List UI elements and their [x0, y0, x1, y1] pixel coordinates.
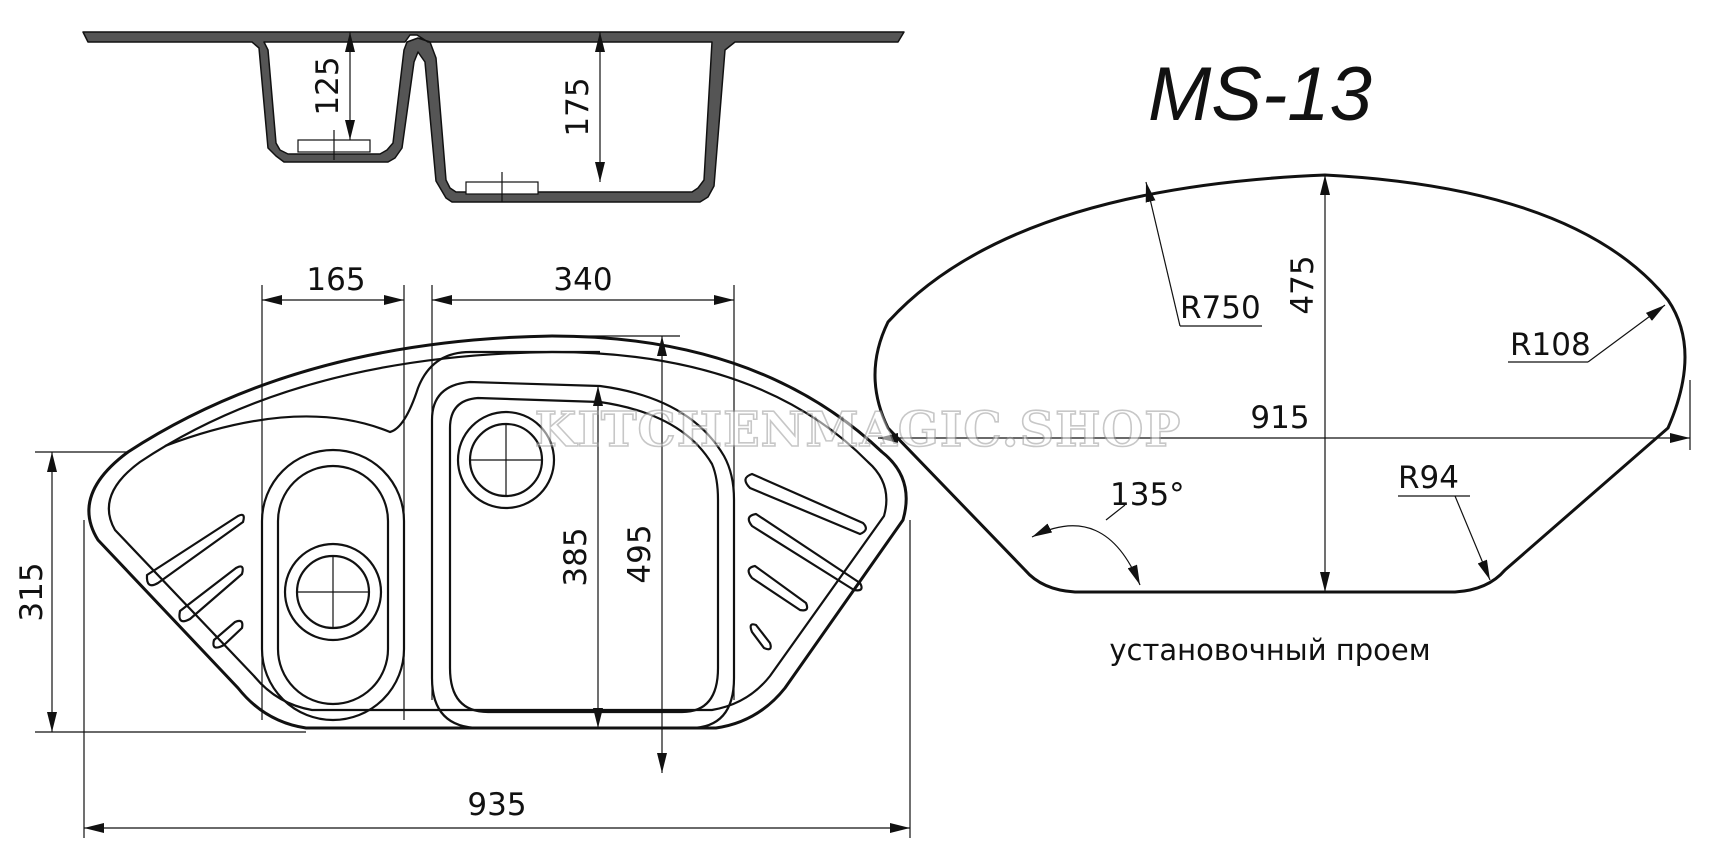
- sink-rim-contour: [107, 350, 888, 712]
- dim-overall-depth: 495: [622, 524, 658, 583]
- bowl-divider: [164, 350, 600, 448]
- angle-leader: [1105, 504, 1126, 521]
- model-title: MS-13: [1148, 52, 1372, 137]
- dim-overall-width: 935: [467, 787, 526, 823]
- sink-outer-contour: [87, 334, 908, 730]
- watermark-text: KITCHENMAGIC.SHOP: [535, 402, 1182, 458]
- dim-small-bowl-width: 165: [306, 262, 365, 298]
- label-angle: 135°: [1110, 477, 1185, 513]
- plan-view: 165 340 385 495 315 935: [14, 262, 911, 838]
- section-view: 125 175: [82, 31, 905, 203]
- large-drain-outer: [456, 410, 556, 510]
- drainboard-ribs-right: [744, 472, 867, 651]
- cutout-view: 475 915 R750 R108 R94 135° установочный …: [873, 173, 1691, 667]
- small-bowl-inner: [276, 464, 390, 706]
- large-bowl-outer: [430, 380, 736, 730]
- dim-side-depth: 315: [14, 562, 50, 621]
- label-radius-corner: R108: [1510, 327, 1591, 363]
- leader-r750: [1145, 181, 1181, 327]
- leader-r108: [1587, 304, 1666, 363]
- dim-cutout-width: 915: [1250, 400, 1309, 436]
- label-radius-bottom: R94: [1398, 460, 1459, 496]
- dim-small-bowl-depth: 125: [310, 56, 346, 115]
- dim-large-bowl-length: 385: [558, 527, 594, 586]
- section-profile: [82, 31, 905, 203]
- dim-cutout-depth: 475: [1285, 255, 1321, 314]
- leader-r94: [1454, 495, 1491, 581]
- small-drain-outer: [283, 542, 383, 642]
- angle-arc: [1031, 523, 1141, 586]
- cutout-contour: [873, 173, 1687, 594]
- dim-large-bowl-depth: 175: [560, 77, 596, 136]
- large-bowl-inner: [448, 396, 720, 714]
- label-radius-top: R750: [1180, 290, 1261, 326]
- dim-large-bowl-width: 340: [553, 262, 612, 298]
- cutout-caption: установочный проем: [1109, 633, 1430, 667]
- drainboard-ribs-left: [145, 513, 245, 649]
